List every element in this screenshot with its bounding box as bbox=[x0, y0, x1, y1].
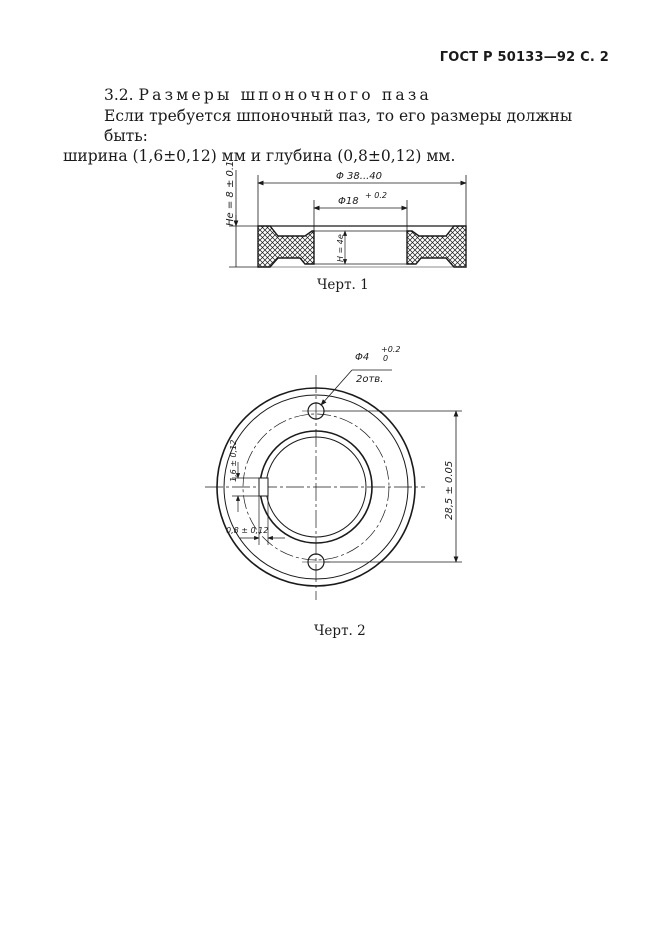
fig2-dim-hole-tol-upper: +0.2 bbox=[381, 345, 400, 354]
section-heading: 3.2. Размеры шпоночного паза bbox=[104, 86, 432, 104]
figure2-caption: Черт. 2 bbox=[314, 623, 366, 639]
requirements-paragraph: Если требуется шпоночный паз, то его раз… bbox=[63, 106, 608, 166]
fig2-dim-key-width: 1,6 ± 0,12 bbox=[229, 440, 238, 482]
figure1-caption: Черт. 1 bbox=[317, 277, 369, 293]
fig1-dim-height: Hе = 8 ± 0.1 bbox=[225, 161, 236, 226]
paragraph-line-2: ширина (1,6±0,12) мм и глубина (0,8±0,12… bbox=[63, 147, 456, 165]
section-number: 3.2. bbox=[104, 86, 134, 104]
fig2-dim-key-depth: 0,8 ± 0,12 bbox=[226, 526, 268, 535]
figure2-plan-view bbox=[205, 369, 462, 600]
fig2-dim-hole-tol-lower: 0 bbox=[383, 354, 388, 363]
figure1-section-view bbox=[229, 170, 467, 268]
fig1-dim-inner-tol: + 0.2 bbox=[365, 191, 387, 200]
fig2-dim-hole: Φ4 bbox=[355, 352, 369, 363]
section-title: Размеры шпоночного паза bbox=[138, 86, 432, 104]
document-header-code: ГОСТ Р 50133—92 С. 2 bbox=[439, 50, 609, 65]
fig1-dim-outer: Φ 38...40 bbox=[336, 171, 382, 182]
fig2-dim-hole-count: 2отв. bbox=[356, 374, 383, 385]
paragraph-line-1: Если требуется шпоночный паз, то его раз… bbox=[104, 107, 573, 145]
fig1-dim-inner: Φ18 bbox=[338, 196, 359, 207]
fig1-dim-inner-height: H = 4e bbox=[336, 234, 345, 262]
fig2-dim-pitch: 28,5 ± 0.05 bbox=[444, 461, 455, 520]
